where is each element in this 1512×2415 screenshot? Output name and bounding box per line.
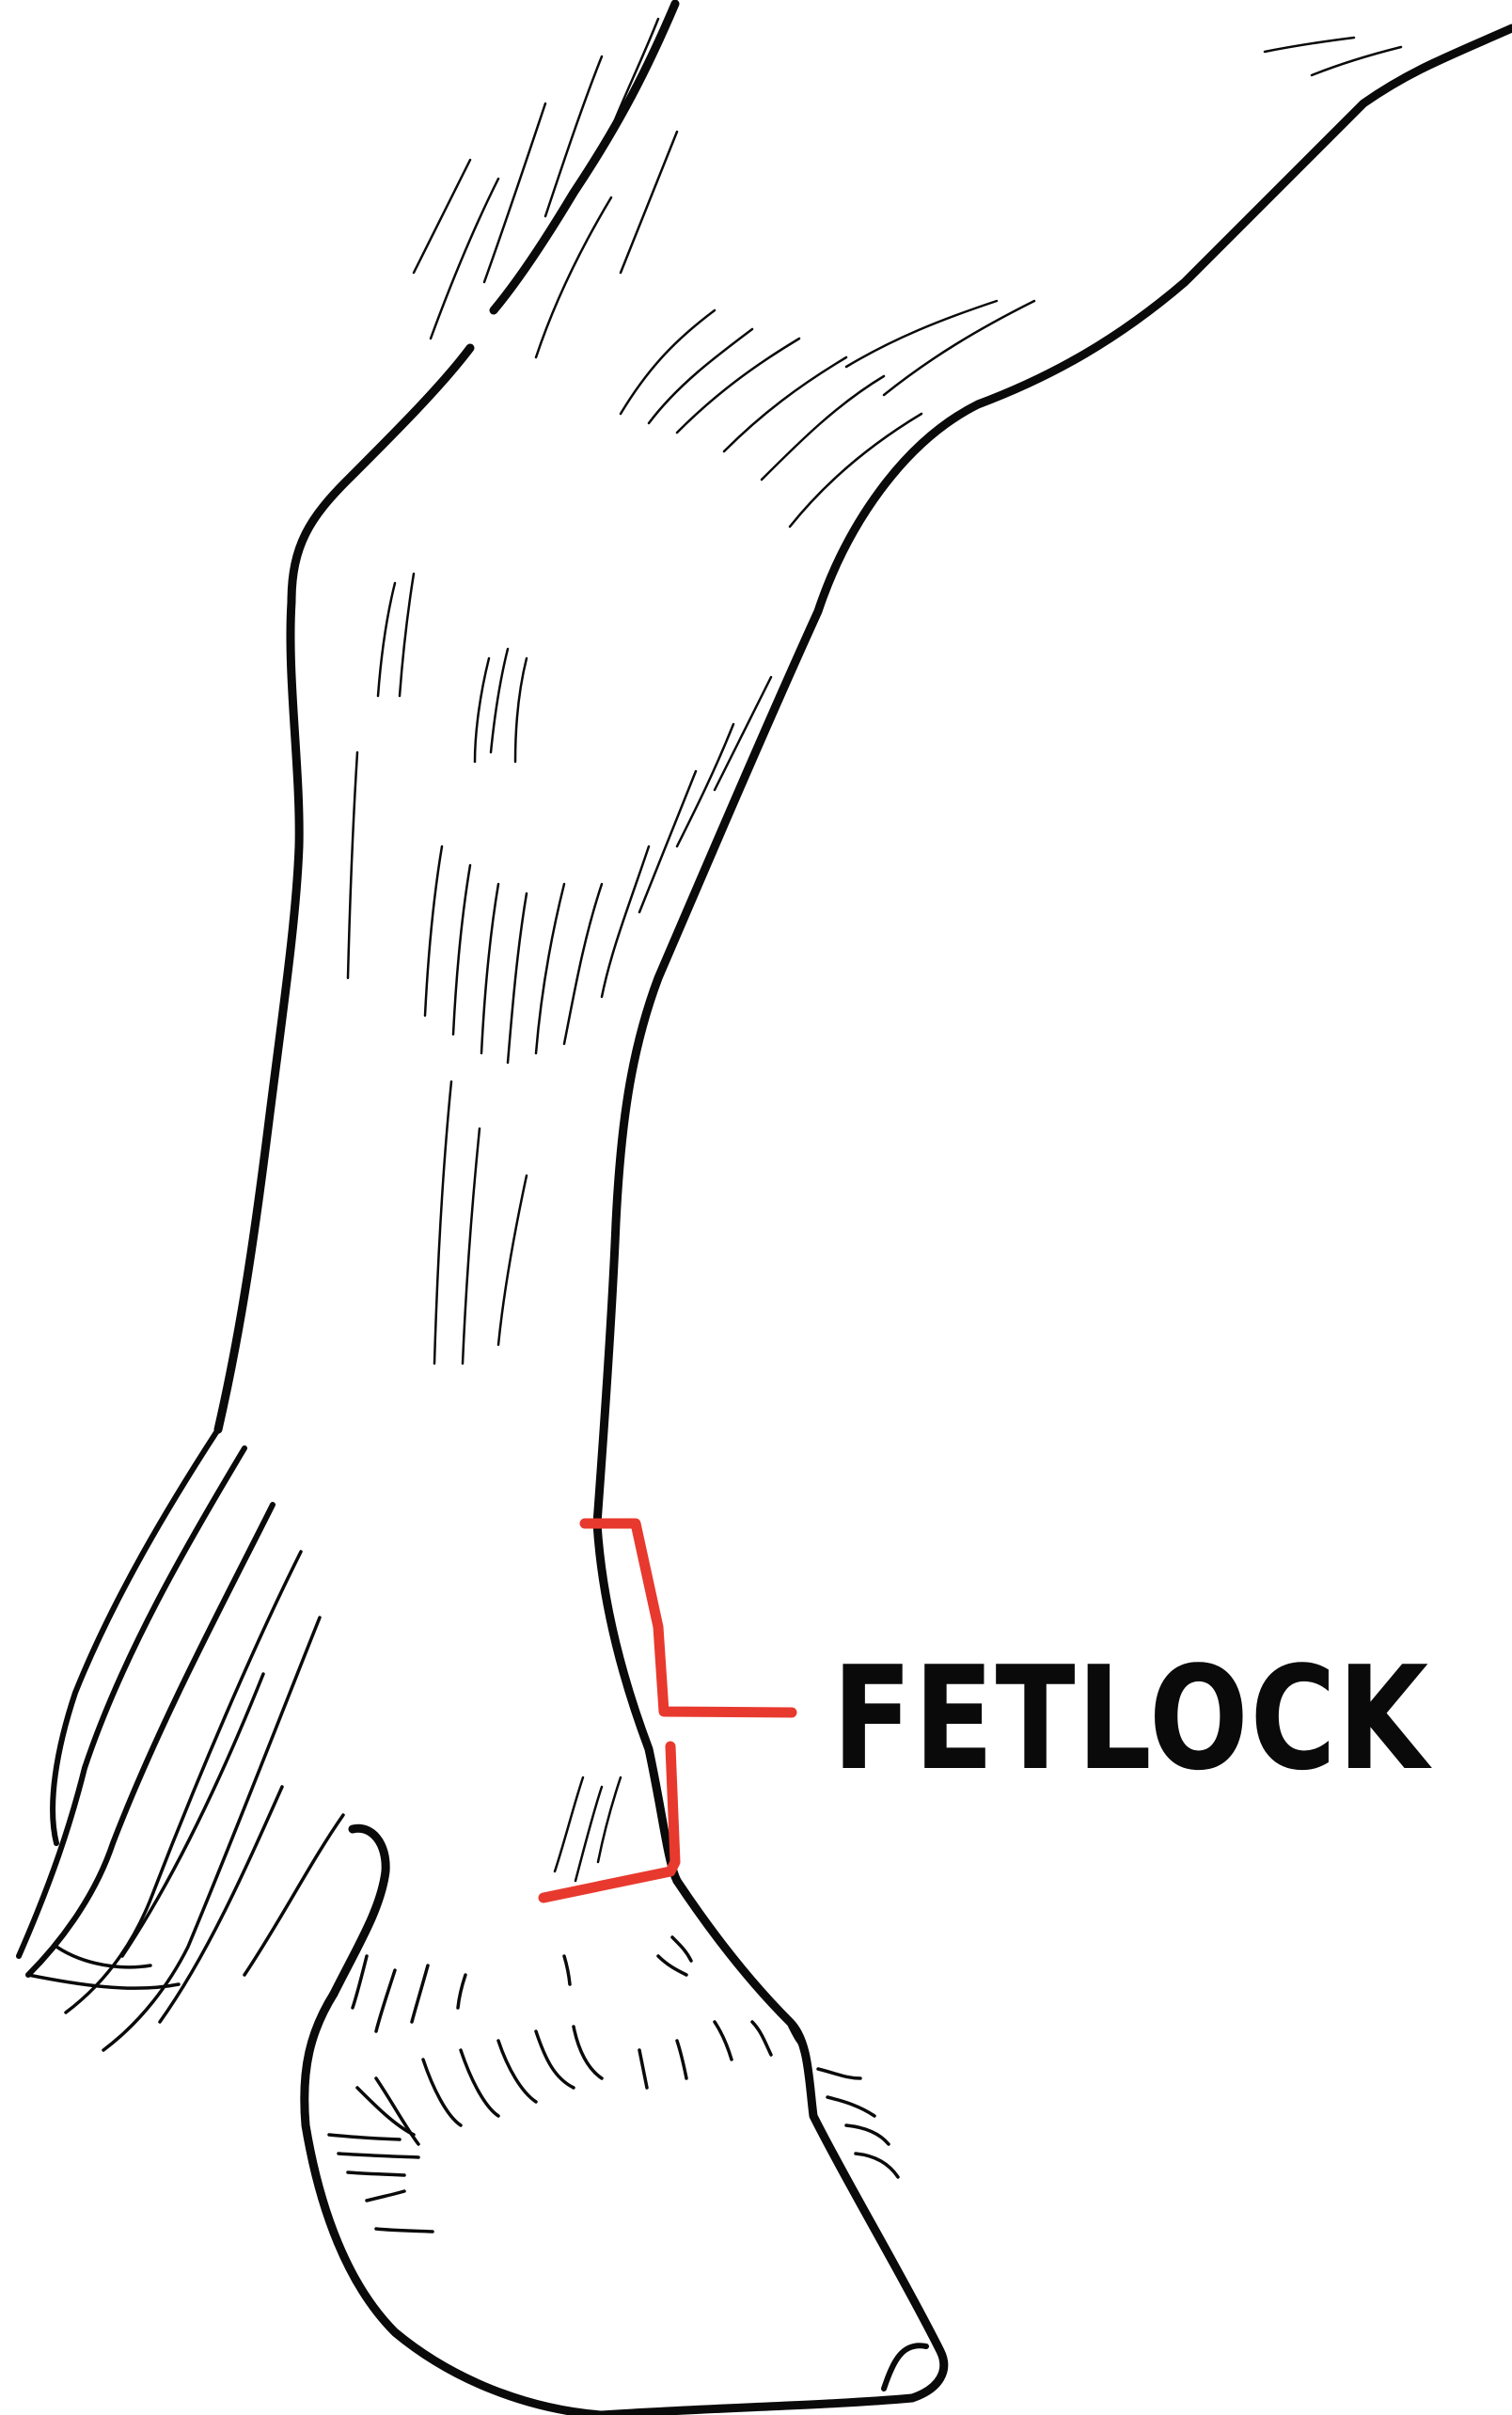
fetlock-label: FETLOCK: [832, 1635, 1430, 1802]
hoof-toe-notch: [881, 2343, 929, 2391]
fetlock-bracket-lower: [538, 1741, 681, 1903]
heel-bulb-contour: [329, 1823, 390, 1998]
hoof-front-contour: [672, 1876, 949, 2403]
shading-fetlock: [553, 1776, 622, 1883]
leg-back-contour: [592, 24, 1512, 1886]
shading-coronet: [327, 1935, 900, 2233]
leg-front-upper-contour: [489, 0, 680, 315]
fetlock-bracket-upper: [579, 1518, 797, 1718]
hoof-sole-contour: [300, 1989, 917, 2415]
shading-forearm: [412, 17, 1403, 529]
shading-knee: [346, 572, 773, 1365]
leg-knee-contour: [213, 343, 475, 1434]
feathering-hair: [16, 1427, 345, 2052]
